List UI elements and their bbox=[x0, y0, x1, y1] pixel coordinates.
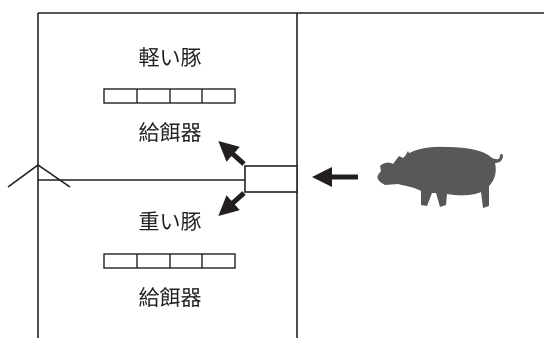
upper-feeder-trough bbox=[103, 88, 236, 104]
arrow-to-light-pen-icon bbox=[218, 140, 246, 166]
lower-feeder-label: 給餌器 bbox=[139, 286, 202, 310]
sorting-gate-icon bbox=[244, 165, 298, 193]
light-pig-label: 軽い豚 bbox=[139, 46, 202, 70]
heavy-pig-label: 重い豚 bbox=[139, 210, 202, 234]
arrow-to-heavy-pen-icon bbox=[218, 191, 246, 217]
left-exit-gate bbox=[7, 164, 71, 188]
pig-silhouette-icon bbox=[377, 146, 503, 208]
upper-feeder-label: 給餌器 bbox=[139, 121, 202, 145]
lower-feeder-trough bbox=[103, 253, 236, 269]
